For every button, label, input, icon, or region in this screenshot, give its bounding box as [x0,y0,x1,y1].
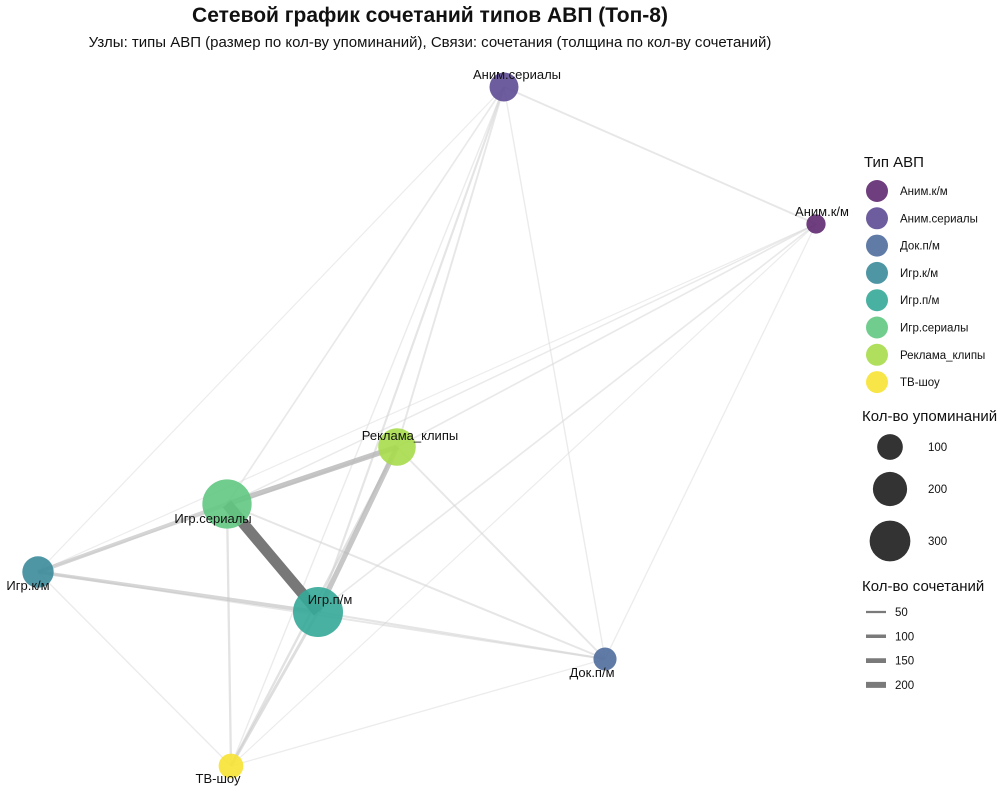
edge-igr_ser-igr_km [37,502,228,574]
legend-color-title: Тип АВП [864,154,924,171]
legend-color-swatch-igr_ser [866,316,888,339]
edge-igr_pm-anim_ser [316,86,506,613]
legend-color-label-anim_km: Аним.к/м [900,186,948,198]
chart-subtitle: Узлы: типы АВП (размер по кол-ву упомина… [88,34,772,51]
legend-size-circle-300 [869,520,911,562]
edge-igr_pm-tv [229,611,320,767]
legend-color-label-tv: ТВ-шоу [900,377,940,389]
edge-igr_km-anim_ser [37,86,505,573]
edge-reklama-igr_pm [315,445,400,614]
legend-width-label-200: 200 [895,680,914,692]
node-reklama [378,428,416,466]
legend-color-label-reklama: Реклама_клипы [900,350,985,362]
legend-width-label-50: 50 [895,607,908,619]
legend-size-title: Кол-во упоминаний [862,408,997,425]
node-label-anim_km: Аним.к/м [795,204,849,219]
legend-color-label-anim_ser: Аним.сериалы [900,213,978,225]
chart-title: Сетевой график сочетаний типов АВП (Топ-… [192,4,668,27]
node-label-igr_pm: Игр.п/м [308,592,353,607]
legend-size-circle-100 [877,434,903,460]
edge-tv-anim_km [230,223,817,767]
legend: Тип АВП Аним.к/мАним.сериалыДок.п/мИгр.к/… [862,154,997,692]
edge-dok-anim_km [604,223,817,660]
legend-color-swatch-dok [866,234,888,257]
edge-igr_km-tv [37,571,232,767]
edge-igr_ser-tv [225,503,233,767]
edge-dok-anim_ser [503,86,606,660]
legend-size-label-100: 100 [928,442,947,454]
node-label-igr_km: Игр.к/м [6,578,49,593]
legend-width-title: Кол-во сочетаний [862,578,984,595]
legend-color-swatch-tv [866,371,888,394]
node-label-tv: ТВ-шоу [196,771,241,786]
nodes-layer [22,72,826,779]
node-dok [593,647,617,671]
edges-layer [37,86,817,767]
edge-reklama-anim_ser [396,86,505,448]
node-tv [218,753,244,779]
legend-color-label-igr_pm: Игр.п/м [900,295,939,307]
legend-color-swatch-anim_km [866,180,888,202]
legend-size-label-300: 300 [928,536,947,548]
edge-igr_km-anim_km [37,223,817,573]
node-label-igr_ser: Игр.сериалы [174,511,251,526]
legend-color-swatch-igr_pm [866,289,888,312]
edge-igr_ser-dok [226,503,606,660]
edge-igr_km-igr_pm [37,570,319,614]
edge-reklama-dok [396,446,606,660]
legend-color-swatch-igr_km [866,261,888,284]
legend-color-label-igr_ser: Игр.сериалы [900,323,968,335]
legend-color-label-dok: Док.п/м [900,241,940,253]
node-igr_ser [202,479,252,529]
node-anim_ser [489,72,519,102]
legend-width-label-150: 150 [895,656,914,668]
node-label-reklama: Реклама_клипы [362,428,458,443]
node-igr_km [22,556,54,588]
edge-igr_pm-anim_km [317,223,817,613]
legend-color-swatch-anim_ser [866,207,888,230]
legend-color-label-igr_km: Игр.к/м [900,268,938,280]
edge-anim_ser-anim_km [503,86,817,225]
legend-size-label-200: 200 [928,484,947,496]
edge-igr_ser-anim_km [226,223,817,505]
legend-width-label-100: 100 [895,631,914,643]
node-anim_km [806,214,826,234]
node-label-dok: Док.п/м [569,665,614,680]
legend-color-swatch-reklama [866,343,888,366]
edge-igr_ser-anim_ser [226,86,505,505]
edge-tv-anim_ser [230,86,505,767]
edge-reklama-anim_km [396,223,817,448]
edge-tv-dok [230,658,606,767]
node-label-anim_ser: Аним.сериалы [473,67,561,82]
legend-size-circle-200 [872,471,908,507]
edge-igr_pm-dok [317,610,606,661]
node-igr_pm [293,587,343,637]
edge-igr_ser-reklama [226,444,398,507]
